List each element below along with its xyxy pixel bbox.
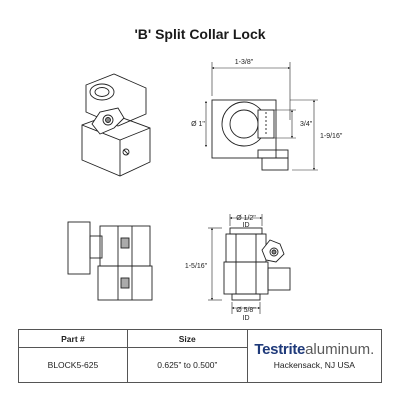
brand-logo: Testritealuminum.: [248, 342, 381, 358]
table-header-row: Part # Size Testritealuminum. Hackensack…: [18, 329, 383, 383]
front-view: [67, 221, 153, 301]
brand-location: Hackensack, NJ USA: [273, 360, 355, 370]
dim-height-total: 1-9/16": [320, 133, 343, 140]
header-part: Part #: [18, 329, 128, 348]
dim-diameter-top: Ø 1/2": [236, 215, 256, 222]
isometric-view: [81, 73, 151, 177]
dim-height-small: 3/4": [300, 121, 313, 128]
dim-top-width: 1-3/8": [235, 59, 254, 66]
dim-diameter-main: Ø 1": [191, 121, 205, 128]
dim-diameter-bottom: Ø 5/8": [236, 307, 256, 314]
brand-name-light: aluminum.: [305, 341, 375, 358]
cell-size: 0.625” to 0.500”: [126, 347, 248, 383]
side-view-dimensions: [204, 62, 318, 171]
technical-drawing: 1-3/8" Ø 1" 3/4" 1-9/16": [67, 59, 343, 322]
dim-id-bottom: ID: [243, 315, 250, 322]
rear-view-dimensions: [208, 214, 263, 314]
header-size: Size: [126, 329, 248, 348]
brand-name-bold: Testrite: [254, 341, 306, 358]
side-view: [211, 99, 289, 171]
spec-table: Part # Size Testritealuminum. Hackensack…: [18, 329, 383, 383]
page-title: 'B' Split Collar Lock: [134, 26, 266, 42]
dim-id-top: ID: [243, 222, 250, 229]
brand-cell: Testritealuminum. Hackensack, NJ USA: [246, 329, 383, 383]
dim-height-side: 1-5/16": [185, 263, 208, 270]
table-row: BLOCK5-625 0.625” to 0.500”: [18, 347, 382, 383]
rear-view: [223, 227, 291, 301]
cell-part: BLOCK5-625: [18, 347, 128, 383]
